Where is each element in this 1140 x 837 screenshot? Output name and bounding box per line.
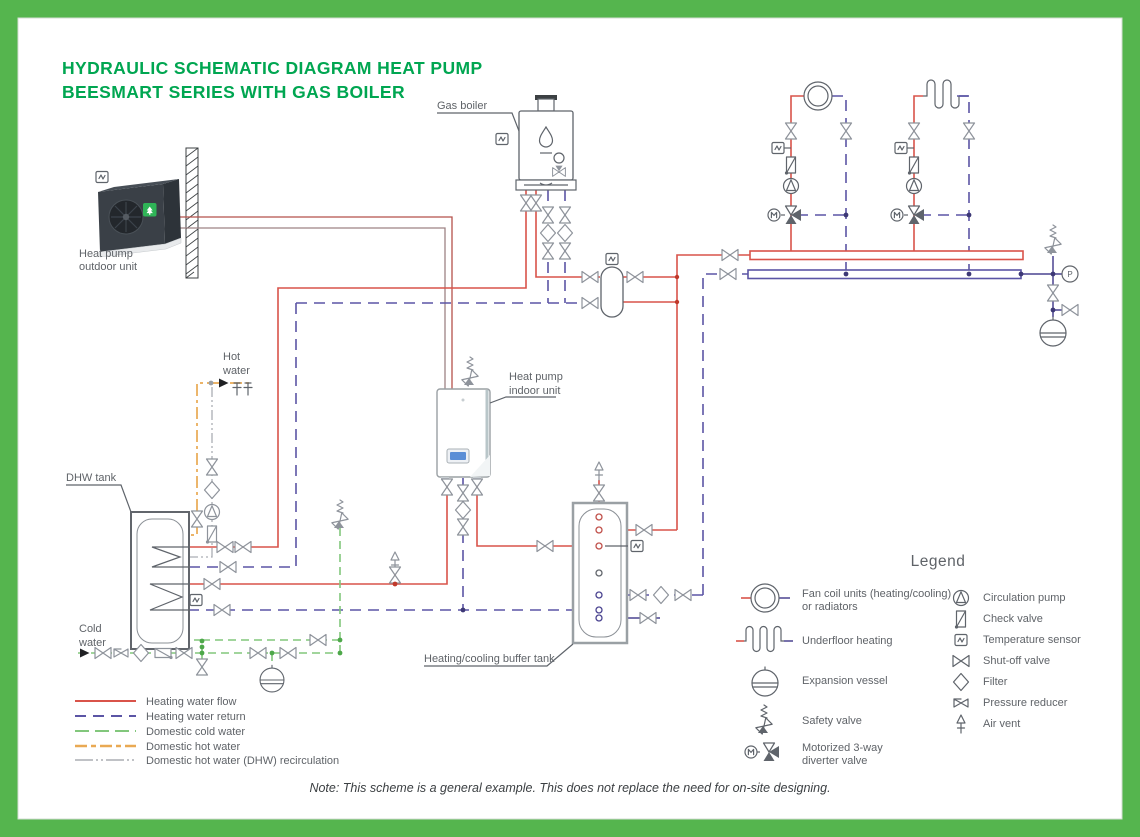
legend-safety-label: Safety valve <box>802 715 862 727</box>
legend: Legend Fan coil units (heating/cooling) … <box>736 553 1081 767</box>
circulation-pump-icon <box>952 589 970 607</box>
temperature-sensor-icon <box>771 141 785 155</box>
temperature-sensor-icon <box>954 633 968 647</box>
expansion-assembly: P <box>1039 224 1079 347</box>
hot-water-label-2: water <box>222 365 250 377</box>
return-manifold <box>747 269 1022 280</box>
legend-title: Legend <box>911 553 966 570</box>
legend-airvent-label: Air vent <box>983 718 1020 730</box>
line-legend: Heating water flow Heating water return … <box>75 696 339 767</box>
fan-coil-icon <box>803 81 833 111</box>
outdoor-unit-label-1: Heat pump <box>79 248 133 260</box>
gas-boiler-label: Gas boiler <box>437 100 487 112</box>
dhw-tank-label: DHW tank <box>66 472 117 484</box>
wall <box>185 147 199 279</box>
legend-underfloor-label: Underfloor heating <box>802 635 893 647</box>
outdoor-unit-label-2: outdoor unit <box>79 261 137 273</box>
fan-coil-circuit <box>803 81 833 111</box>
hot-water-label-1: Hot <box>223 351 240 363</box>
temperature-sensor-icon <box>605 252 619 266</box>
buffer-tank-label: Heating/cooling buffer tank <box>424 653 555 665</box>
component-labels: Gas boiler Heat pump outdoor unit Heat p… <box>66 100 574 667</box>
motor-icon <box>890 208 904 222</box>
gas-boiler <box>515 95 577 191</box>
legend-check-label: Check valve <box>983 613 1043 625</box>
indoor-unit-label-2: indoor unit <box>509 385 560 397</box>
boiler-valve-icon <box>552 165 566 177</box>
boiler-pump-icon <box>553 152 565 164</box>
dhw-lower-coil <box>149 583 188 611</box>
motor-icon <box>767 208 781 222</box>
pipe-symbols <box>80 122 976 693</box>
line-label-flow: Heating water flow <box>146 696 237 708</box>
temperature-sensor-icon <box>894 141 908 155</box>
legend-pump-label: Circulation pump <box>983 592 1066 604</box>
legend-motorized-label-1: Motorized 3-way <box>802 742 883 754</box>
dhw-tank <box>130 511 190 650</box>
legend-fancoil-label-2: or radiators <box>802 601 858 613</box>
flow-manifold <box>749 250 1024 261</box>
legend-expansion-label: Expansion vessel <box>802 675 888 687</box>
line-label-return: Heating water return <box>146 711 246 723</box>
junction-dots <box>199 212 1056 656</box>
legend-fancoil-label-1: Fan coil units (heating/cooling) <box>802 588 951 600</box>
temperature-sensor-icon <box>495 132 509 146</box>
indoor-unit-label-1: Heat pump <box>509 371 563 383</box>
refrigerant-lines <box>168 216 453 389</box>
cold-water-label-1: Cold <box>79 623 102 635</box>
legend-sensor-label: Temperature sensor <box>983 634 1081 646</box>
diagram-title: HYDRAULIC SCHEMATIC DIAGRAM HEAT PUMP BE… <box>62 58 483 102</box>
check-valve-icon <box>954 610 967 630</box>
note-text: Note: This scheme is a general example. … <box>309 781 830 795</box>
line-label-cold: Domestic cold water <box>146 726 245 738</box>
check-valve-icon <box>907 156 920 176</box>
legend-motorized-label-2: diverter valve <box>802 755 867 767</box>
underfloor-heating-icon <box>744 625 784 653</box>
check-valve-icon <box>154 647 174 660</box>
motor-icon <box>744 745 758 759</box>
circulation-pump-icon <box>203 503 221 521</box>
underfloor-heating-icon <box>923 79 960 109</box>
flame-icon <box>538 125 554 148</box>
circulation-pump-icon <box>782 177 800 195</box>
buffer-tank <box>571 501 629 645</box>
legend-reducer-label: Pressure reducer <box>983 697 1068 709</box>
circulation-pump-icon <box>905 177 923 195</box>
legend-shutoff-label: Shut-off valve <box>983 655 1050 667</box>
hydraulic-separator <box>600 266 624 318</box>
heat-pump-outdoor-unit <box>98 179 182 258</box>
fan-coil-icon <box>750 583 780 613</box>
temperature-sensor-icon <box>189 593 203 607</box>
underfloor-circuit <box>923 79 969 109</box>
line-label-recirc: Domestic hot water (DHW) recirculation <box>146 755 339 767</box>
pressure-gauge-letter: P <box>1067 270 1072 279</box>
temperature-sensor-icon <box>95 170 109 184</box>
check-valve-icon <box>784 156 797 176</box>
cold-water-label-2: water <box>78 637 106 649</box>
temperature-sensor-icon <box>630 539 644 553</box>
legend-filter-label: Filter <box>983 676 1008 688</box>
title-line-1: HYDRAULIC SCHEMATIC DIAGRAM HEAT PUMP <box>62 58 483 78</box>
pressure-gauge <box>1061 265 1079 283</box>
heat-pump-indoor-unit <box>436 388 491 481</box>
title-line-2: BEESMART SERIES WITH GAS BOILER <box>62 82 405 102</box>
recirculation-pipes <box>188 383 213 558</box>
check-valve-icon <box>205 525 218 545</box>
dhw-upper-coil <box>151 546 188 568</box>
line-label-hot: Domestic hot water <box>146 741 240 753</box>
